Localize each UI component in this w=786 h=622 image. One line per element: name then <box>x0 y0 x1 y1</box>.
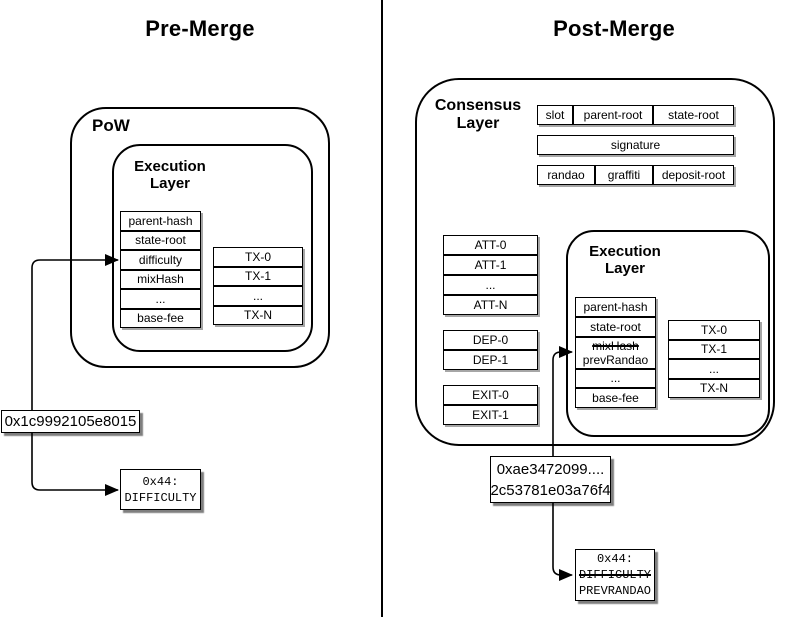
pow-container-box <box>70 107 330 368</box>
attestation-stack: ATT-0 ATT-1 ... ATT-N <box>443 235 538 315</box>
exit-cell-1: EXIT-1 <box>443 405 538 425</box>
storage-slot-right-line2-struck: DIFFICULTY <box>578 568 651 582</box>
field-cell-state-root-left: state-root <box>120 230 201 250</box>
cell-deposit-root: deposit-root <box>653 165 734 185</box>
consensus-layer-box <box>415 78 775 446</box>
field-cell-ellipsis-left: ... <box>120 289 201 309</box>
tx-stack-right: TX-0 TX-1 ... TX-N <box>668 320 760 398</box>
pow-label: PoW <box>92 116 130 135</box>
dep-cell-0: DEP-0 <box>443 330 538 350</box>
execution-layer-label-right-line1: Execution <box>589 243 661 260</box>
difficulty-value-text: 0x1c9992105e8015 <box>4 413 137 430</box>
cell-signature: signature <box>537 135 734 155</box>
execution-layer-label-right-line2: Layer <box>604 260 646 277</box>
execution-layer-label-left: Execution Layer <box>120 158 220 192</box>
field-cell-mixhash: mixHash <box>120 269 201 289</box>
deposit-stack: DEP-0 DEP-1 <box>443 330 538 370</box>
prevrandao-value-line2: 2c53781e03a76f4 <box>490 481 611 499</box>
cell-randao: randao <box>537 165 595 185</box>
consensus-layer-label-line1: Consensus <box>434 97 522 114</box>
tx-cell-1-right: TX-1 <box>668 339 760 359</box>
tx-cell-ellipsis-right: ... <box>668 359 760 379</box>
field-cell-base-fee-left: base-fee <box>120 308 201 328</box>
beacon-header-row-2: signature <box>537 135 734 155</box>
storage-slot-right-line1: 0x44: <box>596 552 633 566</box>
tx-cell-1-left: TX-1 <box>213 266 303 286</box>
field-cell-ellipsis-right: ... <box>575 368 656 388</box>
field-cell-difficulty: difficulty <box>120 250 201 270</box>
prevrandao-value-line1: 0xae3472099.... <box>496 460 605 478</box>
field-cell-parent-hash-left: parent-hash <box>120 211 201 231</box>
tx-cell-0-left: TX-0 <box>213 247 303 267</box>
att-cell-n: ATT-N <box>443 295 538 315</box>
field-cell-base-fee-right: base-fee <box>575 388 656 408</box>
prevrandao-value-label: 0xae3472099.... 2c53781e03a76f4 <box>490 456 611 503</box>
att-cell-1: ATT-1 <box>443 255 538 275</box>
beacon-header-row-3: randao graffiti deposit-root <box>537 165 734 185</box>
execution-layer-label-left-line1: Execution <box>134 158 206 175</box>
storage-slot-box-right: 0x44: DIFFICULTY PREVRANDAO <box>575 549 655 601</box>
storage-slot-box-left: 0x44: DIFFICULTY <box>120 469 201 510</box>
cell-graffiti: graffiti <box>595 165 653 185</box>
panel-divider-line <box>381 0 383 617</box>
prevrandao-text: prevRandao <box>582 352 649 367</box>
tx-cell-n-right: TX-N <box>668 378 760 398</box>
execution-layer-box-right <box>566 230 770 437</box>
execution-layer-box-left <box>112 144 313 352</box>
execution-layer-label-left-line2: Layer <box>149 175 191 192</box>
tx-cell-n-left: TX-N <box>213 305 303 325</box>
att-cell-ellipsis: ... <box>443 275 538 295</box>
consensus-layer-label: Consensus Layer <box>426 97 530 133</box>
post-merge-title: Post-Merge <box>553 16 675 41</box>
beacon-header-row-1: slot parent-root state-root <box>537 105 734 125</box>
block-header-fields-left: parent-hash state-root difficulty mixHas… <box>120 211 201 328</box>
dep-cell-1: DEP-1 <box>443 350 538 370</box>
exit-stack: EXIT-0 EXIT-1 <box>443 385 538 425</box>
mixhash-struck-text: mixHash <box>592 338 639 353</box>
cell-parent-root: parent-root <box>573 105 653 125</box>
exit-cell-0: EXIT-0 <box>443 385 538 405</box>
att-cell-0: ATT-0 <box>443 235 538 255</box>
field-cell-parent-hash-right: parent-hash <box>575 297 656 317</box>
storage-slot-left-line2: DIFFICULTY <box>124 490 197 505</box>
difficulty-value-label: 0x1c9992105e8015 <box>1 410 140 433</box>
tx-cell-ellipsis-left: ... <box>213 286 303 306</box>
field-cell-mixhash-prevrandao: mixHash prevRandao <box>575 336 656 369</box>
cell-state-root: state-root <box>653 105 734 125</box>
storage-slot-left-line1: 0x44: <box>142 474 179 489</box>
block-header-fields-right: parent-hash state-root mixHash prevRanda… <box>575 297 656 408</box>
tx-stack-left: TX-0 TX-1 ... TX-N <box>213 247 303 325</box>
tx-cell-0-right: TX-0 <box>668 320 760 340</box>
field-cell-state-root-right: state-root <box>575 317 656 337</box>
cell-slot: slot <box>537 105 573 125</box>
pre-merge-title: Pre-Merge <box>145 16 255 41</box>
storage-slot-right-line3: PREVRANDAO <box>578 584 651 598</box>
consensus-layer-label-line2: Layer <box>456 115 500 132</box>
execution-layer-label-right: Execution Layer <box>575 243 675 277</box>
